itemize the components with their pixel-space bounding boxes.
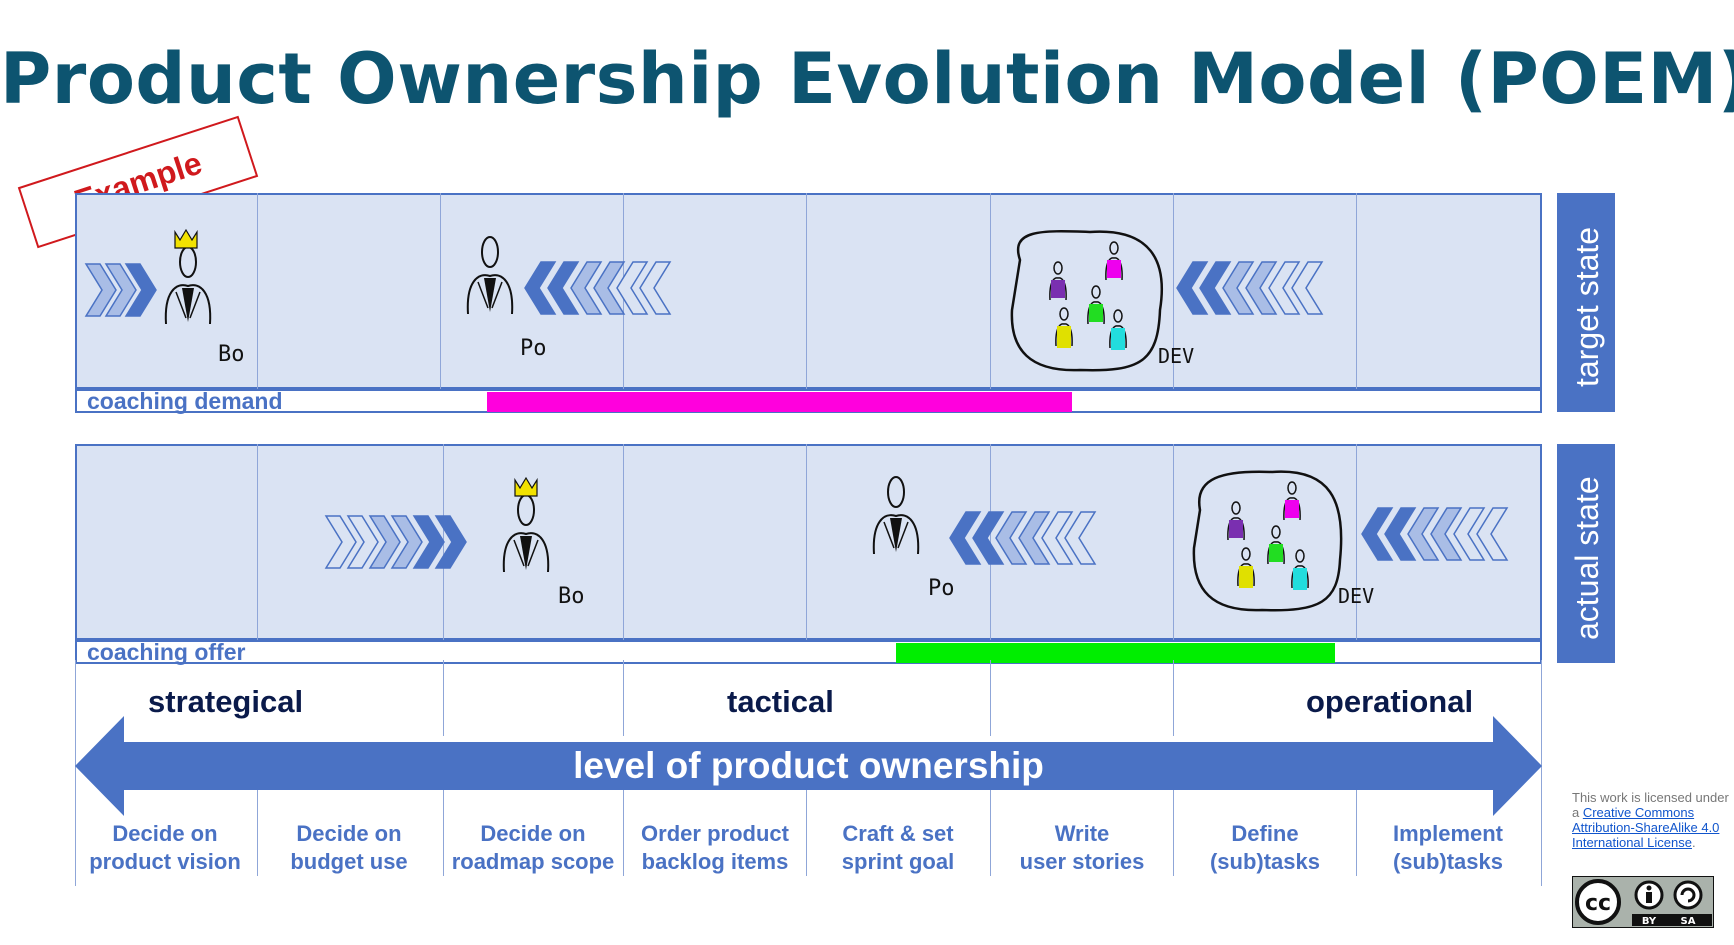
license-link[interactable]: Creative Commons Attribution-ShareAlike … (1572, 805, 1720, 850)
coaching-demand-bar (486, 392, 1072, 412)
badge-sa-text: SA (1681, 916, 1696, 927)
target-crown-icon (174, 229, 198, 249)
actual-dev-arrows (1361, 507, 1508, 561)
page-title: Product Ownership Evolution Model (POEM) (0, 38, 1734, 120)
actual-po-arrows (949, 511, 1096, 565)
target-state-box: target state (1557, 193, 1615, 412)
actual-bo-label: Bo (558, 584, 585, 609)
actual-bo-arrows (325, 515, 467, 569)
actual-state-panel (75, 444, 1542, 640)
target-dev-team-figure (1010, 230, 1164, 372)
target-bo-arrows (85, 263, 157, 317)
actual-po-label: Po (928, 576, 955, 601)
level-operational: operational (1306, 684, 1474, 719)
license-notice: This work is licensed under a Creative C… (1572, 790, 1729, 850)
actual-crown-icon (514, 477, 538, 497)
decision-implement-subtasks: Implement(sub)tasks (1392, 821, 1504, 874)
coaching-offer-row: coaching offer (75, 640, 1542, 664)
actual-business-owner-figure (502, 494, 550, 573)
level-tactical: tactical (727, 684, 834, 719)
actual-po-figure (872, 476, 920, 555)
target-po-arrows (524, 261, 671, 315)
axis-label: level of product ownership (573, 745, 1044, 786)
cc-by-sa-badge[interactable]: cc BY SA (1572, 876, 1714, 928)
badge-cc-text: cc (1585, 891, 1611, 916)
target-dev-label: DEV (1158, 344, 1195, 368)
coaching-demand-row: coaching demand (75, 389, 1542, 413)
level-strategical: strategical (148, 684, 304, 719)
target-po-figure (466, 236, 514, 315)
actual-dev-team-figure (1192, 470, 1343, 612)
target-business-owner-figure (164, 246, 212, 325)
actual-state-box: actual state (1557, 444, 1615, 663)
coaching-demand-label: coaching demand (87, 388, 283, 414)
coaching-offer-bar (896, 643, 1336, 663)
target-po-label: Po (520, 336, 547, 361)
decision-define-subtasks: Define(sub)tasks (1209, 821, 1321, 874)
target-bo-label: Bo (218, 342, 245, 367)
coaching-offer-label: coaching offer (87, 639, 246, 665)
badge-by-text: BY (1642, 916, 1657, 927)
actual-dev-label: DEV (1338, 584, 1375, 608)
level-axis-arrow (75, 716, 1542, 816)
target-dev-arrows (1176, 261, 1323, 315)
